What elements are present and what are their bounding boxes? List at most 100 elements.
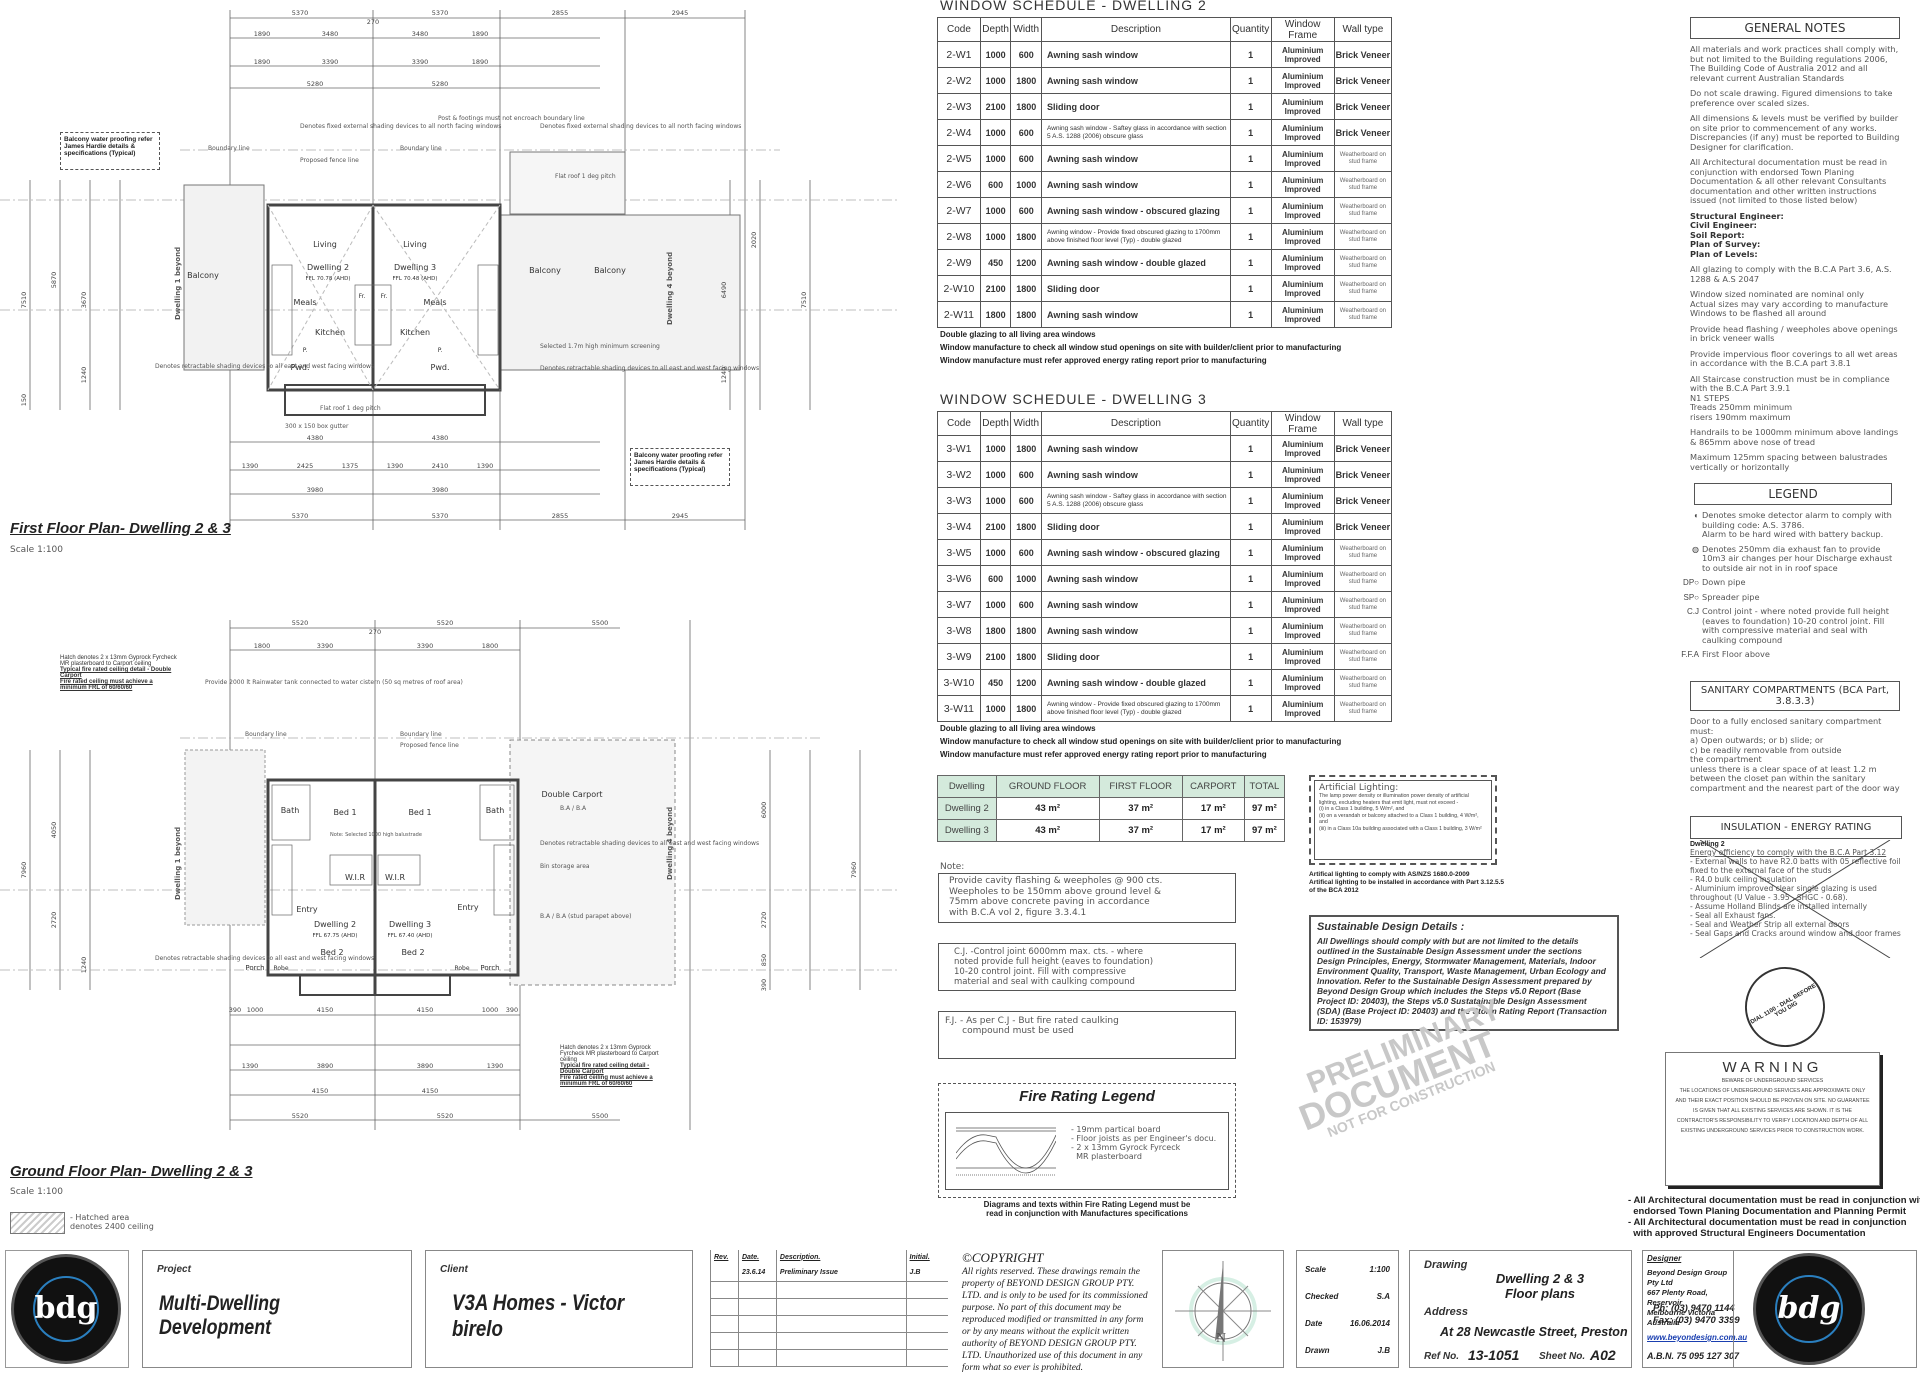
quantity-cell: 1 [1229,643,1272,670]
wall-type-cell: Brick Veneer [1333,93,1393,120]
revision-cell [905,1332,948,1350]
revision-cell: J.B [905,1264,948,1282]
code-cell: 2-W5 [937,145,981,172]
legend: LEGEND ◐Denotes smoke detector alarm to … [1680,483,1900,665]
dimension-label: 1390 [242,462,259,470]
room-label: Fr. [359,293,366,300]
width-cell: 1800 [1010,301,1043,328]
description-cell: Awning sash window - obscured glazing [1041,539,1231,566]
column-header: Dwelling [937,775,997,798]
description-cell: Awning sash window [1041,617,1231,644]
neighbour-label: Dwelling 1 beyond [174,827,182,900]
dimension-label: 1375 [342,462,359,470]
checked-label: Checked [1305,1292,1339,1301]
roof-label: Flat roof 1 deg pitch [555,173,616,180]
column-header: Width [1010,411,1043,436]
quantity-cell: 1 [1229,119,1272,146]
room-label: Robe [273,965,288,972]
revision-cell: Preliminary Issue [775,1264,907,1282]
shading-note: Denotes fixed external shading devices t… [300,123,501,130]
designer-box: Designer Beyond Design Group Pty Ltd 667… [1642,1250,1917,1368]
depth-cell: 2100 [979,513,1012,540]
depth-cell: 1000 [979,67,1012,94]
quantity-cell: 1 [1229,487,1272,514]
dimension-label: 6490 [720,282,728,299]
bin-label: Bin storage area [540,863,590,870]
dimension-label: 2020 [750,232,758,249]
wall-type-cell: Weatherboard on stud frame [1333,249,1393,276]
code-cell: 3-W5 [937,539,981,566]
shading-note: Denotes retractable shading devices to a… [540,840,759,847]
wall-type-cell: Brick Veneer [1333,119,1393,146]
designer-phone: Ph: (03) 9470 1144 [1653,1303,1735,1314]
column-header: Description [1041,17,1231,42]
code-cell: 2-W9 [937,249,981,276]
description-cell: Awning sash window - Saftey glass in acc… [1041,119,1231,146]
code-cell: 2-W4 [937,119,981,146]
shading-note: Denotes retractable shading devices to a… [155,955,374,962]
quantity-cell: 1 [1229,223,1272,250]
boundary-label: Boundary line [245,731,287,738]
width-cell: 1000 [1010,565,1043,592]
dimension-label: 5520 [292,1112,309,1120]
dimension-label: 3390 [412,58,429,66]
code-cell: 2-W10 [937,275,981,302]
scale-label: Scale [1305,1265,1326,1274]
first-floor-plan-title: First Floor Plan- Dwelling 2 & 3 [10,520,231,537]
wall-type-cell: Weatherboard on stud frame [1333,591,1393,618]
room-label: Bed 2 [320,948,343,957]
width-cell: 600 [1010,539,1043,566]
project-box: Project Multi-Dwelling Development [142,1250,412,1368]
column-header: Description [1041,411,1231,436]
column-header: Depth [979,17,1012,42]
dimension-label: 4150 [422,1087,439,1095]
logo-text: bdg [1775,1275,1843,1343]
quantity-cell: 1 [1229,93,1272,120]
quantity-cell: 1 [1229,513,1272,540]
revision-cell: 23.6.14 [737,1264,777,1282]
depth-cell: 1000 [979,461,1012,488]
hatch-note: Hatch denotes 2 x 13mm Gyprock Fyrcheck … [560,1045,670,1087]
window-schedule-2-title: WINDOW SCHEDULE - DWELLING 2 [940,0,1207,13]
column-header: CARPORT [1181,775,1245,798]
general-note: Provide impervious floor coverings to al… [1690,348,1898,368]
description-cell: Sliding door [1041,513,1231,540]
column-header: Quantity [1229,411,1272,436]
quantity-cell: 1 [1229,275,1272,302]
project-name: Multi-Dwelling Development [159,1292,280,1339]
boundary-label: Boundary line [208,145,250,152]
depth-cell: 450 [979,669,1012,696]
depth-cell: 1000 [979,41,1012,68]
bdg-logo: bdg [11,1254,121,1364]
column-header: Code [937,411,981,436]
general-note: All Staircase construction must be in co… [1690,373,1890,422]
revision-row [710,1332,948,1350]
warning-box: WARNING BEWARE OF UNDERGROUND SERVICES T… [1665,1052,1880,1186]
shading-note: Denotes retractable shading devices to a… [155,363,374,370]
area-cell: 17 m² [1181,819,1245,842]
legend-text: Down pipe [1702,577,1746,587]
revision-row [710,1349,948,1367]
description-cell: Sliding door [1041,275,1231,302]
column-header: TOTAL [1243,775,1286,798]
designer-website-link[interactable]: www.beyondesign.com.au [1647,1333,1748,1342]
ground-floor-plan-scale: Scale 1:100 [10,1187,64,1197]
dimension-label: 4150 [317,1006,334,1014]
code-cell: 3-W8 [937,617,981,644]
room-label: Dwelling 2 [314,920,356,929]
insulation-item: - Assume Holland Blinds are installed in… [1690,902,1868,911]
control-joint-note: C.J. -Control joint 6000mm max. cts. - w… [938,943,1236,991]
column-header: Window Frame [1270,17,1335,42]
drawn-value: J.B [1377,1346,1390,1355]
dimension-label: 3980 [307,486,324,494]
revision-cell [710,1315,739,1333]
